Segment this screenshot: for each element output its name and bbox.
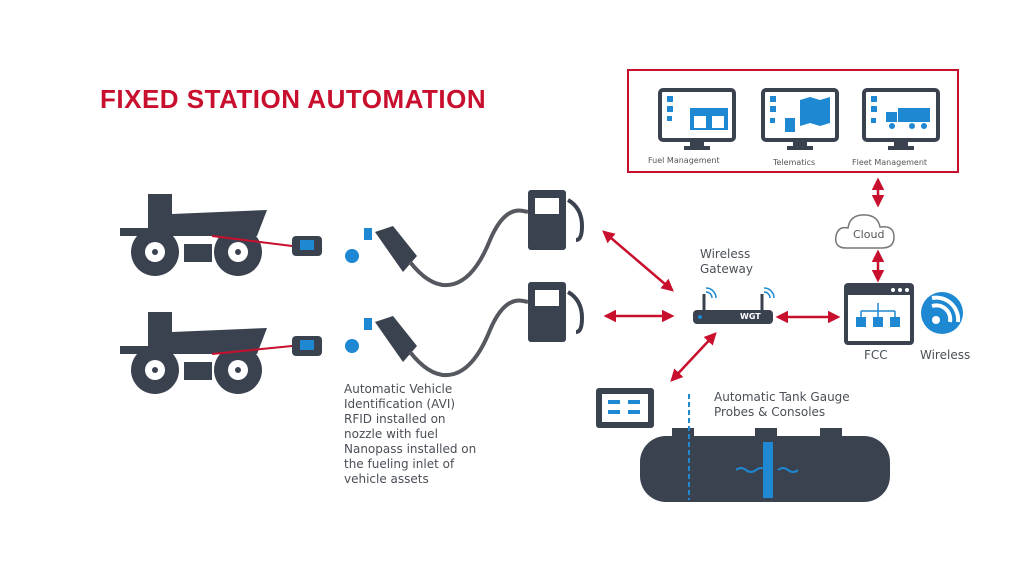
avi-note-line: nozzle with fuel xyxy=(344,427,438,441)
fuel-pump-icon-2 xyxy=(528,282,585,342)
wireless-icon xyxy=(921,292,963,334)
atg-console-icon xyxy=(596,388,654,428)
fcc-label: FCC xyxy=(864,348,888,362)
arrow-pump1-gateway xyxy=(602,230,674,292)
map-monitor-icon xyxy=(761,88,839,150)
cloud-label: Cloud xyxy=(853,228,885,241)
diagram-title: FIXED STATION AUTOMATION xyxy=(100,84,487,114)
avi-note-line: Automatic Vehicle xyxy=(344,382,453,396)
app-label-telematics: Telematics xyxy=(773,158,816,167)
haul-truck-icon-2 xyxy=(120,312,267,394)
rfid-nozzle-icon-2 xyxy=(345,316,417,362)
avi-reader-icon-2 xyxy=(292,336,322,356)
cloud-icon xyxy=(834,214,895,249)
app-label-fuel-management: Fuel Management xyxy=(648,156,720,165)
fuel-pump-icon-1 xyxy=(528,190,585,250)
hose-2 xyxy=(408,298,529,378)
avi-note-line: Nanopass installed on xyxy=(344,442,477,456)
haul-truck-icon-1 xyxy=(120,194,267,276)
wireless-label: Wireless xyxy=(920,348,971,362)
avi-reader-icon-1 xyxy=(292,236,322,256)
fuel-station-monitor-icon xyxy=(658,88,736,150)
wireless-gateway-icon xyxy=(693,287,775,324)
avi-link-2 xyxy=(211,345,293,355)
rfid-nozzle-icon-1 xyxy=(345,226,417,272)
truck-monitor-icon xyxy=(862,88,940,150)
arrow-atg-gateway xyxy=(670,332,717,382)
storage-tank-icon xyxy=(640,394,890,502)
avi-note-line: RFID installed on xyxy=(344,412,446,426)
atg-label-line2: Probes & Consoles xyxy=(714,405,826,419)
atg-label-line1: Automatic Tank Gauge xyxy=(714,390,850,404)
avi-note-line: Identification (AVI) xyxy=(344,397,456,411)
avi-note-line: vehicle assets xyxy=(344,472,429,486)
gateway-device-text: WGT xyxy=(740,312,761,321)
app-label-fleet-management: Fleet Management xyxy=(852,158,928,167)
hose-1 xyxy=(408,208,529,288)
fcc-icon xyxy=(844,283,914,345)
avi-link-1 xyxy=(211,235,293,247)
gateway-label-line2: Gateway xyxy=(700,262,754,276)
gateway-label-line1: Wireless xyxy=(700,247,751,261)
avi-note: Automatic Vehicle Identification (AVI) R… xyxy=(344,382,476,487)
avi-note-line: the fueling inlet of xyxy=(344,457,455,471)
